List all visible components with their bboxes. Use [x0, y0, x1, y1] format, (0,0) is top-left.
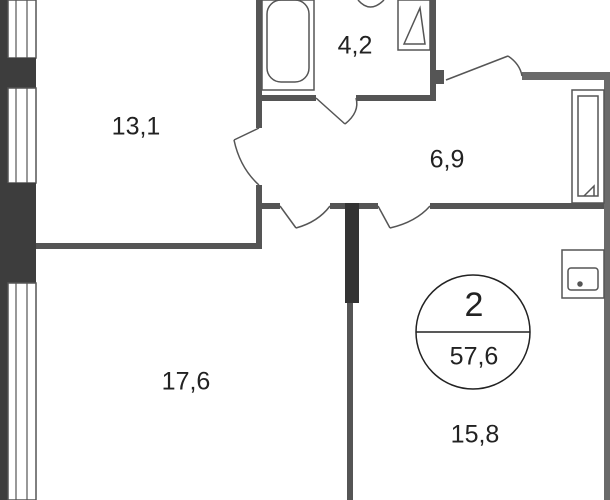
- room-area-bathroom: 4,2: [337, 31, 373, 60]
- toilet: [357, 0, 385, 8]
- door-kitchen: [377, 205, 431, 229]
- wardrobe: [571, 89, 605, 204]
- room-area-bedroom-top: 13,1: [111, 112, 161, 141]
- room-area-kitchen: 15,8: [450, 420, 500, 449]
- exterior-wall-left: [0, 0, 37, 500]
- door-living: [279, 205, 331, 229]
- interior-walls: [36, 0, 610, 500]
- washing-machine: [397, 0, 431, 51]
- door-entrance: [445, 55, 523, 81]
- bathtub: [261, 0, 315, 91]
- total-area: 57,6: [449, 342, 499, 371]
- door-bathroom: [315, 97, 358, 125]
- room-area-living: 17,6: [161, 367, 211, 396]
- door-bedroom: [233, 127, 260, 186]
- room-count: 2: [464, 286, 484, 324]
- kitchen-sink: [561, 249, 605, 299]
- room-area-hallway: 6,9: [429, 145, 465, 174]
- room-count-badge: [415, 274, 531, 390]
